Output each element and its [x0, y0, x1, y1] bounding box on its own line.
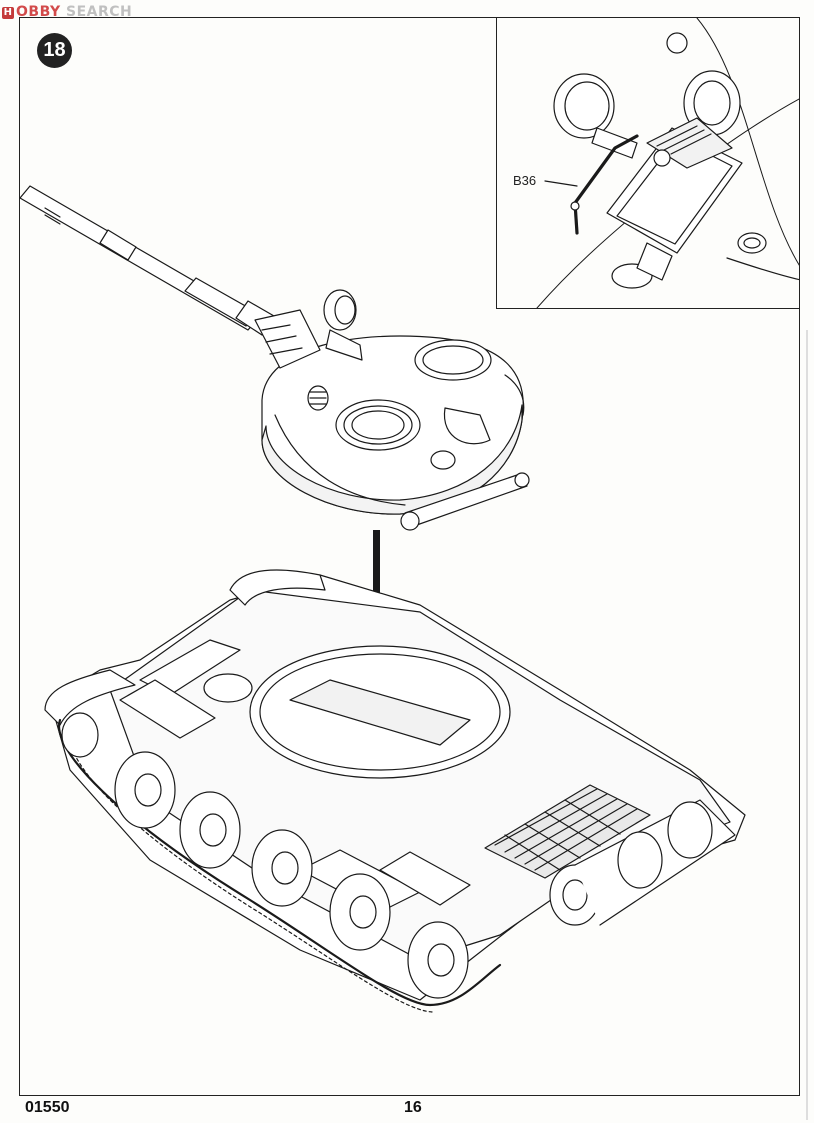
part-b36 [570, 134, 639, 235]
road-wheels [61, 712, 469, 999]
page-frame [19, 17, 800, 1096]
page-number: 16 [404, 1099, 422, 1116]
hobby-search-logo-icon: H [2, 7, 14, 19]
product-code: 01550 [25, 1099, 70, 1116]
inset-illustration [536, 18, 799, 308]
tank-hull [44, 569, 746, 1013]
part-label-b36: B36 [513, 173, 537, 188]
scan-edge [806, 330, 808, 1120]
turret [254, 289, 530, 531]
watermark-text-b: SEARCH [60, 4, 133, 20]
watermark-text-a: OBBY [16, 4, 61, 20]
step-number-badge: 18 [37, 33, 72, 68]
detail-inset [496, 17, 800, 309]
gun-barrel [19, 185, 275, 336]
